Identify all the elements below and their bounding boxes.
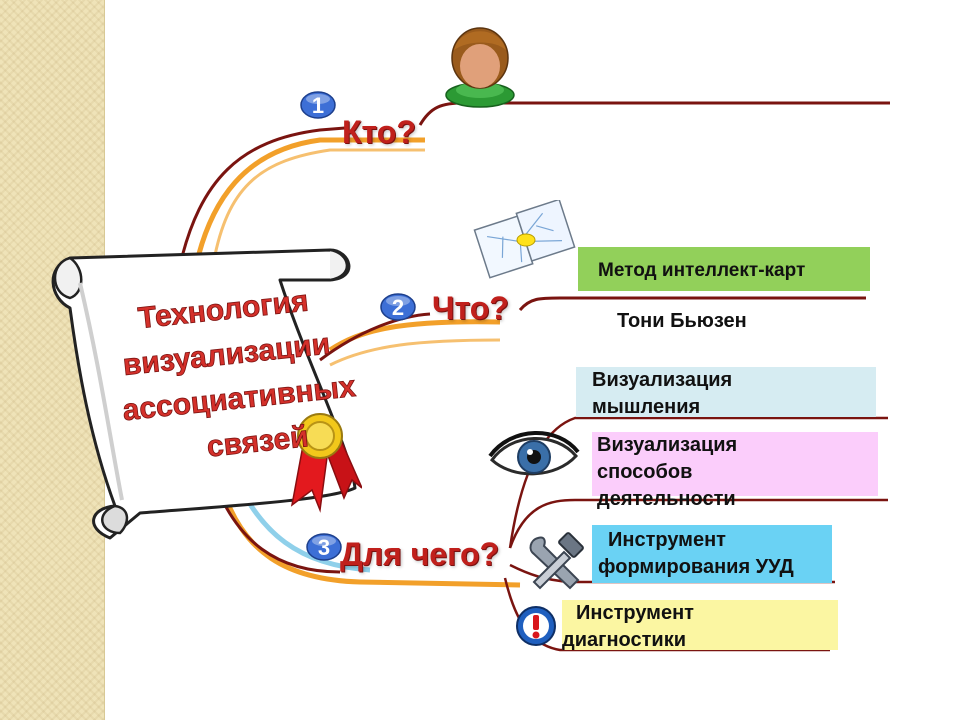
branch-what-orange-light — [329, 338, 501, 367]
thinking-box: Визуализация мышления — [576, 367, 876, 418]
scroll-title-line-2: визуализации — [121, 327, 331, 382]
badge-2-number: 2 — [392, 295, 404, 320]
thinking-label: Визуализация мышления — [592, 369, 733, 418]
branch-who-orange — [192, 137, 425, 271]
badge-3: 3 — [306, 533, 342, 561]
warning-icon — [516, 606, 556, 646]
uud-label: Инструмент формирования УУД — [598, 529, 794, 578]
diagnostics-box: Инструмент диагностики — [562, 600, 838, 651]
activity-label: Визуализация способов деятельности — [597, 434, 738, 510]
branch-who-orange-light — [213, 148, 425, 256]
scroll-title-line-1: Технология — [137, 285, 310, 336]
badge-1-number: 1 — [312, 93, 324, 118]
scroll-shape — [51, 248, 357, 540]
eye-icon — [488, 431, 580, 476]
branch-why-activity — [508, 498, 888, 549]
scroll-title: Технология визуализации ассоциативных св… — [121, 284, 358, 464]
diagnostics-label: Инструмент диагностики — [562, 602, 694, 651]
badge-2: 2 — [380, 293, 416, 321]
badge-3-number: 3 — [318, 535, 330, 560]
activity-box: Визуализация способов деятельности — [592, 432, 878, 510]
branch-what-orange — [328, 319, 501, 353]
branch-who — [178, 126, 346, 266]
branch-what — [319, 312, 431, 362]
question-why: Для чего? — [340, 536, 500, 572]
question-who: Кто? — [342, 114, 416, 150]
branch-what-line — [518, 296, 866, 311]
tools-icon — [529, 532, 584, 590]
map-icon — [473, 200, 576, 279]
question-what: Что? — [432, 290, 509, 326]
seal-icon — [290, 413, 362, 513]
person-icon — [445, 27, 515, 108]
badge-1: 1 — [300, 91, 336, 119]
author-label: Тони Бьюзен — [617, 310, 747, 332]
method-box: Метод интеллект-карт — [578, 247, 870, 291]
uud-box: Инструмент формирования УУД — [592, 525, 832, 583]
scroll-title-line-4: связей — [205, 420, 310, 463]
